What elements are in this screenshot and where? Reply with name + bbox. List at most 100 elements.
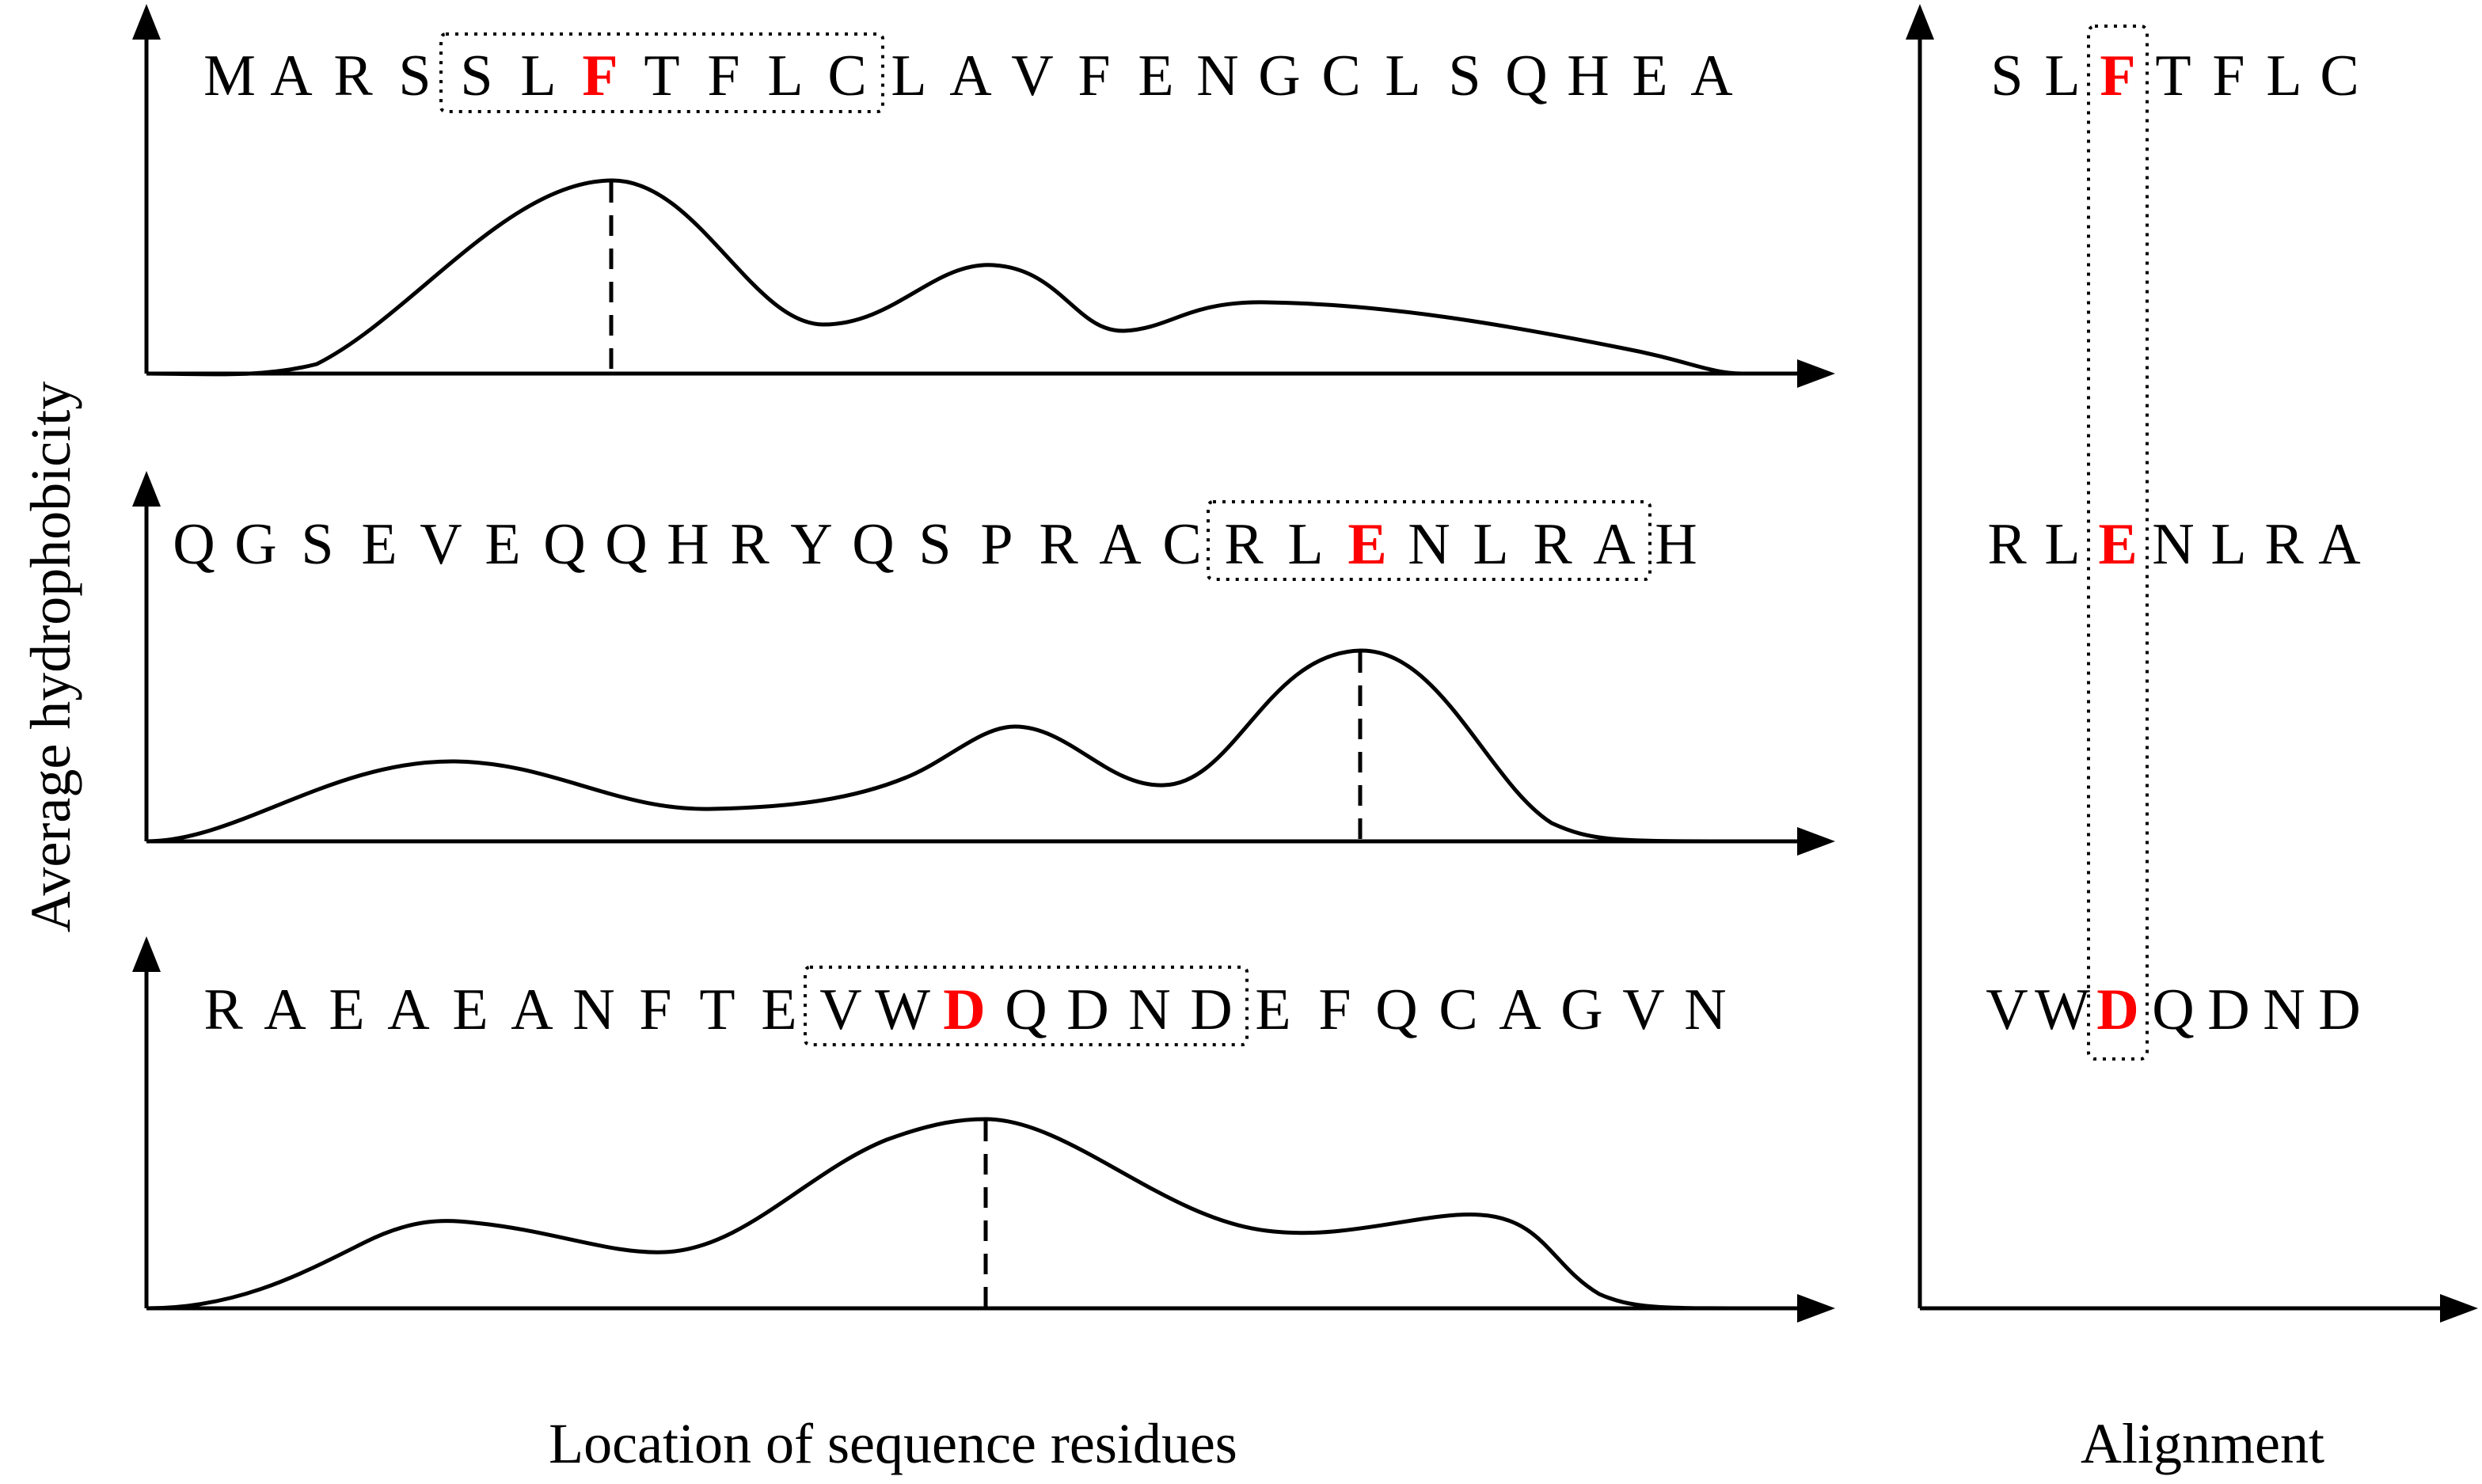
alignment-y-arrowhead [1906,4,1934,40]
panel-1-residue: H [1567,44,1609,108]
alignment-row-3-highlight-residue: D [2096,977,2138,1042]
panel-1-residue: M [203,44,256,108]
alignment-row-1-residue: L [2044,44,2080,108]
alignment-row-1-residue: L [2266,44,2301,108]
panel-3-residue: W [875,977,930,1042]
alignment-row-2-residue: N [2152,512,2194,577]
panel-1-residue: F [707,44,739,108]
alignment-row-2-residue: R [1987,512,2027,577]
panel-2-residue: E [361,512,397,577]
panel-1-residue: G [1258,44,1300,108]
panel-2-residue: S [301,512,333,577]
panel-2-residue: Y [790,512,832,577]
panel-2-y-arrowhead [132,471,161,507]
panel-2-residue: Q [605,512,647,577]
panel-2-hydrophobicity-curve [146,648,1743,844]
panel-1-residue: C [1321,44,1360,108]
panel-1-residue: N [1196,44,1238,108]
panel-1-residue: E [1138,44,1173,108]
panel-3-y-arrowhead [132,936,161,972]
alignment-label: Alignment [2081,1412,2324,1475]
panel-2-residue: E [485,512,520,577]
panel-3-residue: T [699,977,735,1042]
panel-2-residue: R [1224,512,1264,577]
panel-2-residue: L [1473,512,1508,577]
alignment-row-3-residue: D [2207,977,2249,1042]
panel-3-residue: E [1255,977,1290,1042]
panel-2-residue: A [1099,512,1141,577]
panel-2-window-box [1207,500,1651,581]
panel-2-residue: C [1162,512,1201,577]
panel-1-residue: T [644,44,679,108]
panel-1-highlight-residue: F [582,44,618,108]
panel-2-residue: S [918,512,951,577]
panel-3-residue: E [452,977,488,1042]
panel-1-residue: S [460,44,492,108]
alignment-row-1-residue: S [1990,44,2023,108]
panel-3-residue: N [1128,977,1170,1042]
panel-1-residue: R [333,44,373,108]
alignment-row-3-residue: D [2318,977,2360,1042]
panel-3-residue: V [1622,977,1664,1042]
panel-1-residue: C [827,44,866,108]
panel-3-x-arrowhead [1797,1294,1835,1323]
panel-1-residue: F [1078,44,1110,108]
alignment-row-1-residue: F [2212,44,2244,108]
panel-2-residue: H [667,512,709,577]
alignment-row-1-residue: T [2155,44,2191,108]
panel-3-highlight-residue: D [943,977,985,1042]
panel-1-residue: L [891,44,926,108]
panel-2-residue: A [1593,512,1635,577]
panel-3-residue: F [1318,977,1351,1042]
panel-3-residue: E [761,977,796,1042]
panel-3-residue: V [819,977,861,1042]
alignment-row-2-highlight-residue: E [2098,512,2137,577]
panel-3-residue: A [1499,977,1541,1042]
panel-3-residue: D [1066,977,1108,1042]
panel-2-residue: G [234,512,276,577]
alignment-row-3-residue: N [2263,977,2305,1042]
panel-3-residue: E [329,977,364,1042]
panel-3-residue: F [639,977,671,1042]
panel-2-residue: L [1287,512,1323,577]
panel-3-residue: G [1560,977,1602,1042]
panel-2-residue: R [1533,512,1572,577]
panel-1-residue: L [520,44,556,108]
panel-2-residue: R [730,512,770,577]
panel-2-residue: Q [173,512,215,577]
panel-2-residue: V [420,512,462,577]
panel-3-residue: Q [1005,977,1047,1042]
alignment-row-3-residue: W [2035,977,2090,1042]
panel-2-residue: Q [543,512,585,577]
panel-3-hydrophobicity-curve [146,1117,1743,1311]
panel-2-residue: P [980,512,1013,577]
alignment-row-3-residue: V [1986,977,2028,1042]
panel-2-highlight-residue: E [1347,512,1386,577]
panel-1-residue: E [1632,44,1667,108]
alignment-row-2-residue: L [2044,512,2080,577]
panel-3-residue: R [203,977,243,1042]
panel-3-residue: N [572,977,614,1042]
panel-3-residue: C [1439,977,1477,1042]
y-axis-label: Average hydrophobicity [19,381,82,932]
alignment-row-3-residue: Q [2152,977,2194,1042]
panel-3-window-box [804,966,1249,1046]
panel-1-window-box [439,32,884,113]
panel-1-residue: A [949,44,991,108]
panel-2-residue: N [1408,512,1450,577]
panel-1-residue: Q [1505,44,1547,108]
alignment-row-2-residue: R [2264,512,2304,577]
alignment-row-1-highlight-residue: F [2100,44,2135,108]
panel-3-residue: N [1684,977,1726,1042]
alignment-x-arrowhead [2440,1294,2478,1323]
